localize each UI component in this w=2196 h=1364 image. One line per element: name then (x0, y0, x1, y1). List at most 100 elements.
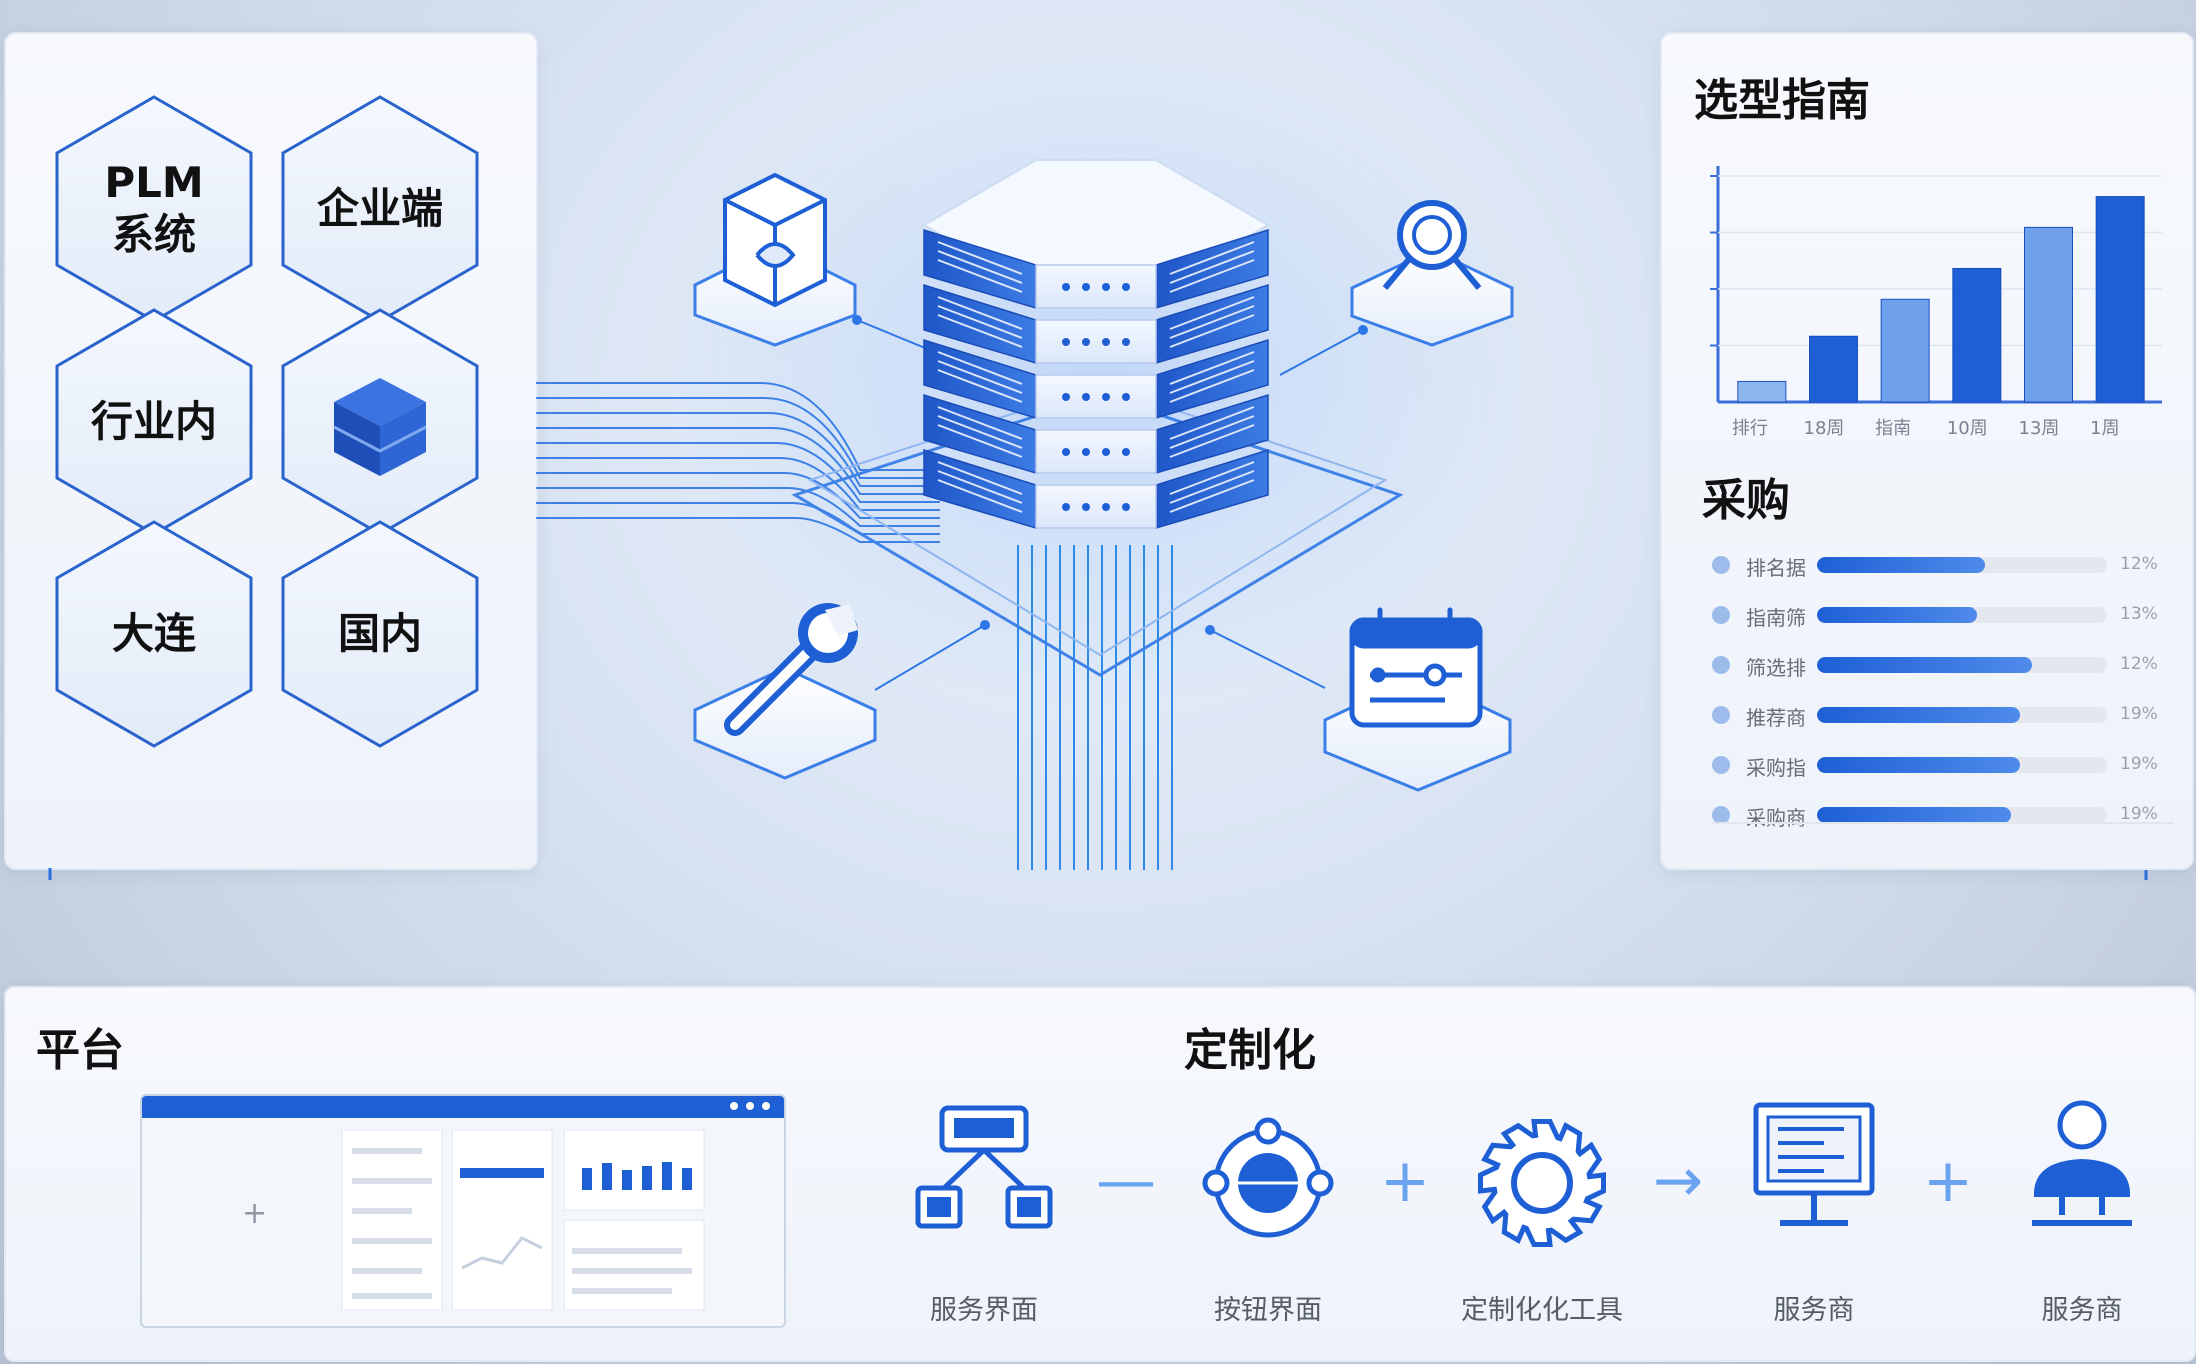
hexagon-grid (55, 95, 479, 748)
operator-2: → (1653, 1146, 1703, 1216)
procurement-row[interactable]: 采购商 19% (1662, 794, 2192, 834)
globe-node-icon[interactable] (1202, 1117, 1334, 1238)
pad-wrench (693, 603, 877, 780)
server-unit (923, 393, 1269, 475)
left-connection-lines (536, 382, 940, 543)
x-tick-label: 10周 (1946, 418, 1988, 439)
procurement-label: 指南筛 (1746, 606, 1806, 630)
cube-icon (333, 378, 427, 476)
hexagon-tile-4[interactable] (55, 520, 253, 748)
add-icon[interactable]: + (242, 1196, 268, 1231)
bar-4 (2024, 226, 2073, 403)
progress-track (1817, 607, 2107, 623)
procurement-label: 排名据 (1746, 556, 1806, 580)
bullet-dot (1712, 606, 1730, 624)
procurement-label: 筛选排 (1746, 656, 1806, 680)
procurement-label: 采购指 (1746, 756, 1806, 780)
down-connection-lines (1017, 545, 1173, 870)
pad-search (1350, 200, 1514, 347)
platform-window[interactable]: + (140, 1094, 786, 1328)
procurement-title: 采购 (1702, 475, 1790, 526)
selection-guide-chart (1710, 166, 2162, 404)
x-tick-label: 指南 (1875, 418, 1912, 439)
step-label: 服务商 (1773, 1295, 1855, 1326)
x-tick-label: 18周 (1803, 418, 1845, 439)
pad-calendar (1323, 607, 1512, 792)
x-tick-label: 1周 (2090, 418, 2120, 439)
operator-3: + (1923, 1146, 1973, 1216)
dashboard-thumbnails (341, 1129, 705, 1311)
procurement-label: 推荐商 (1746, 706, 1806, 730)
server-unit (923, 448, 1269, 530)
connection-line (536, 457, 940, 511)
bottom-panel: 平台 定制化 + (4, 986, 2196, 1362)
customization-steps: — + → + (915, 1100, 2132, 1247)
bar-0 (1737, 380, 1787, 403)
procurement-pct: 19% (2120, 704, 2158, 724)
base-platform-inner (807, 383, 1388, 657)
connection-line (536, 517, 940, 543)
server-network-diagram (48, 50, 2148, 880)
hexagon-label-2: 行业内 (90, 397, 217, 446)
bar-5 (2095, 196, 2145, 403)
progress-fill (1817, 757, 2020, 773)
platform-title: 平台 (36, 1025, 124, 1076)
hexagon-label-0: PLM 系统 (104, 158, 204, 259)
progress-fill (1817, 557, 1986, 573)
bullet-dot (1712, 706, 1730, 724)
procurement-row[interactable]: 排名据 12% (1662, 544, 2192, 584)
wrench-icon (724, 603, 858, 736)
connection-line (536, 427, 940, 495)
connection-line (536, 442, 940, 503)
selection-guide-title: 选型指南 (1694, 75, 1870, 126)
x-tick-label: 13周 (2018, 418, 2060, 439)
calendar-icon (1349, 607, 1483, 728)
search-icon (1382, 200, 1482, 290)
hexagon-tile-5[interactable] (281, 520, 479, 748)
customization-title: 定制化 (1184, 1025, 1316, 1076)
workflow-icon[interactable] (915, 1105, 1053, 1229)
procurement-pct: 19% (2120, 804, 2158, 824)
step-label: 服务界面 (930, 1295, 1038, 1326)
procurement-row[interactable]: 推荐商 19% (1662, 694, 2192, 734)
pad-box (693, 172, 857, 347)
progress-fill (1817, 607, 1977, 623)
connection-line (536, 487, 940, 527)
server-unit (923, 228, 1269, 310)
progress-track (1817, 657, 2107, 673)
operator-1: + (1380, 1146, 1430, 1216)
monitor-icon[interactable] (1753, 1102, 1875, 1226)
left-category-panel: PLM 系统 企业端行业内大连 国内 (4, 32, 538, 870)
server-stack-icon (922, 159, 1270, 530)
progress-track (1817, 557, 2107, 573)
pad-connectors (852, 315, 1368, 691)
user-icon[interactable] (2032, 1100, 2132, 1226)
x-tick-label: 排行 (1731, 418, 1768, 439)
procurement-label: 采购商 (1746, 806, 1806, 830)
connection-line (536, 472, 940, 519)
operator-0: — (1096, 1146, 1156, 1216)
bullet-dot (1712, 806, 1730, 824)
step-label: 按钮界面 (1214, 1295, 1322, 1326)
bullet-dot (1712, 556, 1730, 574)
hexagon-label-5: 国内 (337, 609, 422, 658)
box-icon (723, 172, 827, 308)
server-unit (923, 338, 1269, 420)
bar-2 (1880, 298, 1930, 403)
gear-icon[interactable] (1478, 1119, 1606, 1247)
connection-line (536, 397, 940, 479)
progress-track (1817, 757, 2107, 773)
window-titlebar (142, 1096, 784, 1118)
step-label: 服务商 (2041, 1295, 2123, 1326)
procurement-pct: 12% (2120, 554, 2158, 574)
connection-line (536, 412, 940, 487)
hexagon-label-4: 大连 (111, 609, 196, 658)
hexagon-label-1: 企业端 (316, 184, 443, 233)
progress-fill (1817, 707, 2020, 723)
bullet-dot (1712, 656, 1730, 674)
divider (1712, 822, 2174, 824)
